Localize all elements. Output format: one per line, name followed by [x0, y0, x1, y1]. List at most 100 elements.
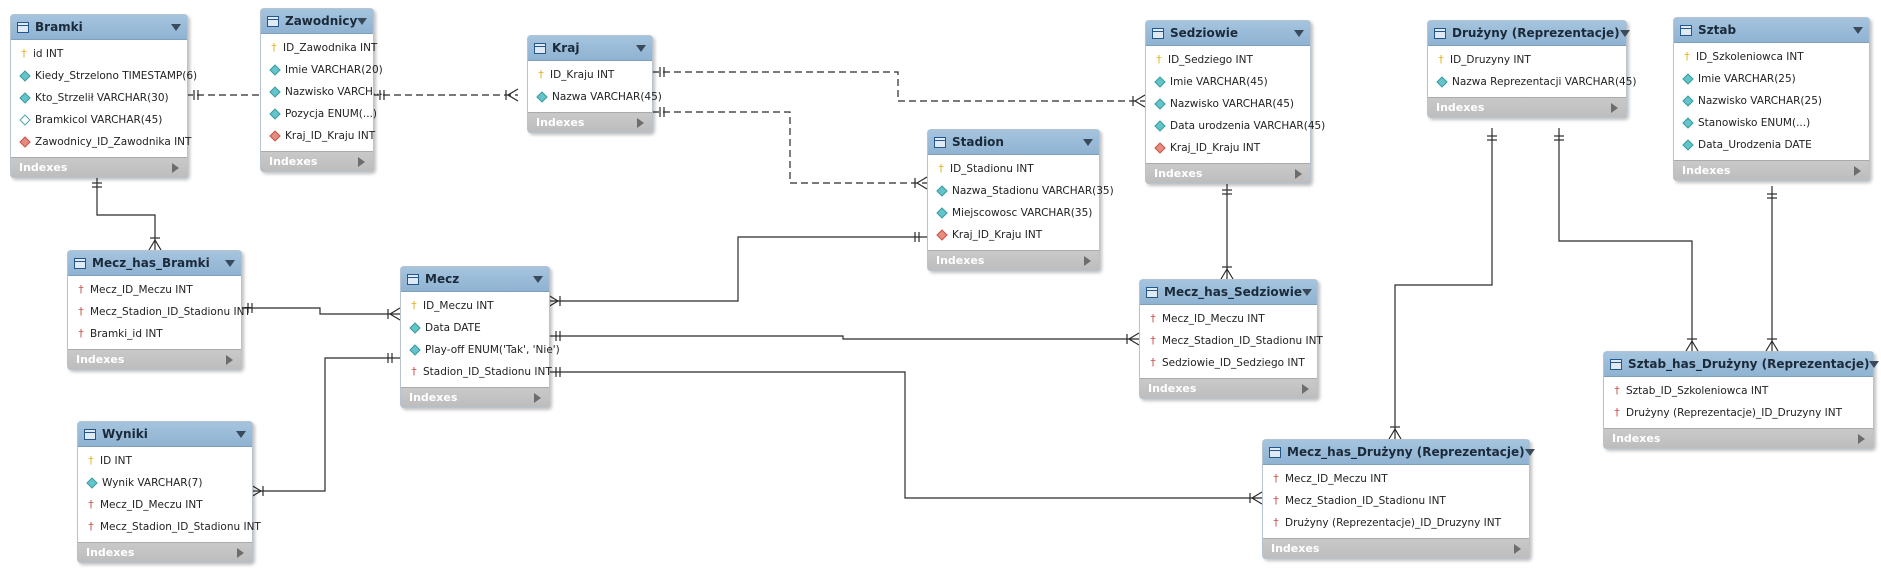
indexes-section[interactable]: Indexes	[261, 151, 373, 171]
expand-arrow-icon[interactable]	[1302, 383, 1309, 394]
table-header[interactable]: Bramki	[11, 15, 187, 40]
table-header[interactable]: Drużyny (Reprezentacje)	[1428, 21, 1630, 46]
table-header[interactable]: Mecz_has_Sedziowie	[1140, 280, 1317, 305]
expand-arrow-icon[interactable]	[637, 117, 644, 128]
table-header[interactable]: Sztab_has_Drużyny (Reprezentacje)	[1604, 352, 1880, 377]
relationship-line[interactable]	[652, 71, 1145, 102]
column-row[interactable]: †ID_Stadionu INT	[928, 158, 1099, 180]
column-row[interactable]: †Mecz_Stadion_ID_Stadionu INT	[68, 301, 251, 323]
relationship-line[interactable]	[251, 357, 400, 492]
expand-arrow-icon[interactable]	[1854, 165, 1861, 176]
relationship-line[interactable]	[1558, 128, 1693, 351]
expand-arrow-icon[interactable]	[226, 354, 233, 365]
table-header[interactable]: Kraj	[528, 36, 652, 61]
relationship-line[interactable]	[240, 307, 400, 315]
expand-arrow-icon[interactable]	[1611, 102, 1618, 113]
column-row[interactable]: †ID_Kraju INT	[528, 64, 652, 86]
column-row[interactable]: Nazwa Reprezentacji VARCHAR(45)	[1428, 71, 1637, 93]
expand-arrow-icon[interactable]	[172, 162, 179, 173]
column-row[interactable]: Imie VARCHAR(20)	[261, 59, 383, 81]
column-row[interactable]: †Mecz_ID_Meczu INT	[68, 279, 241, 301]
expand-arrow-icon[interactable]	[1858, 433, 1865, 444]
column-row[interactable]: Data_Urodzenia DATE	[1674, 134, 1869, 156]
table-sztab_druzyny[interactable]: Sztab_has_Drużyny (Reprezentacje) †Sztab_…	[1603, 351, 1880, 449]
indexes-section[interactable]: Indexes	[1604, 428, 1873, 448]
column-row[interactable]: Miejscowosc VARCHAR(35)	[928, 202, 1099, 224]
column-row[interactable]: Nazwa_Stadionu VARCHAR(35)	[928, 180, 1114, 202]
collapse-arrow-icon[interactable]	[1083, 138, 1093, 146]
collapse-arrow-icon[interactable]	[533, 275, 543, 283]
table-header[interactable]: Stadion	[928, 130, 1099, 155]
column-row[interactable]: †ID_Szkoleniowca INT	[1674, 46, 1869, 68]
indexes-section[interactable]: Indexes	[1146, 163, 1310, 183]
relationship-line[interactable]	[548, 236, 927, 302]
table-header[interactable]: Mecz	[401, 267, 549, 292]
column-row[interactable]: †Mecz_ID_Meczu INT	[78, 494, 252, 516]
expand-arrow-icon[interactable]	[1084, 255, 1091, 266]
indexes-section[interactable]: Indexes	[528, 112, 652, 132]
expand-arrow-icon[interactable]	[534, 392, 541, 403]
collapse-arrow-icon[interactable]	[1524, 448, 1535, 456]
column-row[interactable]: †ID_Druzyny INT	[1428, 49, 1626, 71]
column-row[interactable]: Imie VARCHAR(45)	[1146, 71, 1310, 93]
column-row[interactable]: †Drużyny (Reprezentacje)_ID_Druzyny INT	[1604, 402, 1873, 424]
relationship-line[interactable]	[96, 175, 156, 250]
column-row[interactable]: Nazwisko VARCHAR(25)	[1674, 90, 1869, 112]
indexes-section[interactable]: Indexes	[68, 349, 241, 369]
table-header[interactable]: Sedziowie	[1146, 21, 1310, 46]
expand-arrow-icon[interactable]	[358, 156, 365, 167]
column-row[interactable]: †Sztab_ID_Szkoleniowca INT	[1604, 380, 1873, 402]
expand-arrow-icon[interactable]	[1295, 168, 1302, 179]
column-row[interactable]: †Mecz_ID_Meczu INT	[1263, 468, 1529, 490]
relationship-line[interactable]	[652, 111, 927, 184]
indexes-section[interactable]: Indexes	[928, 250, 1099, 270]
column-row[interactable]: Play-off ENUM('Tak', 'Nie')	[401, 339, 560, 361]
column-row[interactable]: Bramkicol VARCHAR(45)	[11, 109, 187, 131]
column-row[interactable]: †ID INT	[78, 450, 252, 472]
column-row[interactable]: Data urodzenia VARCHAR(45)	[1146, 115, 1325, 137]
relationship-line[interactable]	[1394, 128, 1493, 439]
relationship-line[interactable]	[548, 335, 1139, 340]
column-row[interactable]: Pozycja ENUM(...)	[261, 103, 377, 125]
column-row[interactable]: Kraj_ID_Kraju INT	[1146, 137, 1310, 159]
collapse-arrow-icon[interactable]	[1294, 29, 1304, 37]
column-row[interactable]: †ID_Meczu INT	[401, 295, 549, 317]
table-header[interactable]: Wyniki	[78, 422, 252, 447]
table-header[interactable]: Sztab	[1674, 18, 1869, 43]
column-row[interactable]: Nazwisko VARCH...	[261, 81, 383, 103]
column-row[interactable]: †Mecz_Stadion_ID_Stadionu INT	[78, 516, 261, 538]
column-row[interactable]: Nazwisko VARCHAR(45)	[1146, 93, 1310, 115]
collapse-arrow-icon[interactable]	[1302, 288, 1313, 296]
column-row[interactable]: Kiedy_Strzelono TIMESTAMP(6)	[11, 65, 197, 87]
column-row[interactable]: †Bramki_id INT	[68, 323, 241, 345]
column-row[interactable]: †id INT	[11, 43, 187, 65]
table-header[interactable]: Zawodnicy	[261, 9, 373, 34]
collapse-arrow-icon[interactable]	[171, 23, 181, 31]
collapse-arrow-icon[interactable]	[1619, 29, 1630, 37]
table-mecz_bramki[interactable]: Mecz_has_Bramki †Mecz_ID_Meczu INT†Mecz_S…	[67, 250, 251, 370]
table-header[interactable]: Mecz_has_Bramki	[68, 251, 241, 276]
collapse-arrow-icon[interactable]	[225, 259, 235, 267]
collapse-arrow-icon[interactable]	[1853, 26, 1863, 34]
column-row[interactable]: †Mecz_Stadion_ID_Stadionu INT	[1263, 490, 1529, 512]
column-row[interactable]: †Mecz_ID_Meczu INT	[1140, 308, 1317, 330]
column-row[interactable]: Kraj_ID_Kraju INT	[261, 125, 375, 147]
indexes-section[interactable]: Indexes	[11, 157, 187, 177]
table-mecz_sedziowie[interactable]: Mecz_has_Sedziowie†Mecz_ID_Meczu INT†Mec…	[1139, 279, 1323, 399]
table-header[interactable]: Mecz_has_Drużyny (Reprezentacje)	[1263, 440, 1535, 465]
relationship-line[interactable]	[548, 371, 1262, 499]
column-row[interactable]: Nazwa VARCHAR(45)	[528, 86, 662, 108]
collapse-arrow-icon[interactable]	[636, 44, 646, 52]
table-mecz_druzyny[interactable]: Mecz_has_Drużyny (Reprezentacje) †Mecz_ID…	[1262, 439, 1535, 559]
column-row[interactable]: †Sedziowie_ID_Sedziego INT	[1140, 352, 1317, 374]
indexes-section[interactable]: Indexes	[1674, 160, 1869, 180]
expand-arrow-icon[interactable]	[1514, 543, 1521, 554]
collapse-arrow-icon[interactable]	[1869, 360, 1880, 368]
column-row[interactable]: †ID_Sedziego INT	[1146, 49, 1310, 71]
